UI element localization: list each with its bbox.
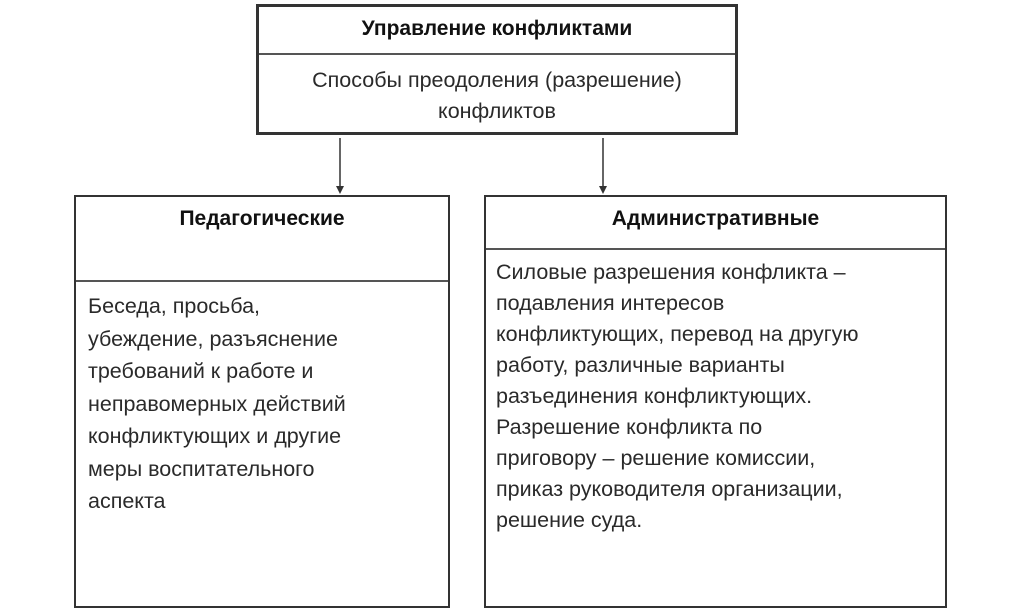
description-line: конфликтующих и другие: [88, 424, 342, 448]
description-line: разъединения конфликтующих.: [496, 384, 813, 408]
pedagogical-title: Педагогические: [76, 197, 448, 282]
description-line: приговору – решение комиссии,: [496, 446, 816, 470]
conflict-management-subtitle: Способы преодоления (разрешение) конфлик…: [259, 55, 735, 132]
description-line: приказ руководителя организации,: [496, 477, 843, 501]
description-line: Силовые разрешения конфликта –: [496, 260, 846, 284]
description-line: меры воспитательного: [88, 456, 315, 481]
description-line: работу, различные варианты: [496, 353, 785, 377]
description-line: конфликтующих, перевод на другую: [496, 322, 859, 346]
pedagogical-box: Педагогические Беседа, просьба, убеждени…: [74, 195, 450, 608]
arrow-to-administrative: [599, 138, 607, 194]
description-line: Беседа, просьба,: [88, 294, 261, 318]
administrative-description: Силовые разрешения конфликта – подавлени…: [486, 250, 945, 606]
description-line: неправомерных действий: [88, 391, 346, 416]
conflict-management-title: Управление конфликтами: [259, 7, 735, 55]
conflict-management-box: Управление конфликтами Способы преодолен…: [256, 4, 738, 135]
administrative-title: Административные: [486, 197, 945, 250]
description-line: подавления интересов: [496, 291, 725, 315]
arrow-to-pedagogical: [336, 138, 344, 194]
subtitle-line: конфликтов: [438, 99, 556, 123]
description-line: убеждение, разъяснение: [88, 326, 339, 351]
description-line: решение суда.: [496, 508, 643, 532]
administrative-box: Административные Силовые разрешения конф…: [484, 195, 947, 608]
description-line: Разрешение конфликта по: [496, 415, 763, 439]
description-line: аспекта: [88, 489, 166, 513]
pedagogical-description: Беседа, просьба, убеждение, разъяснение …: [76, 282, 448, 606]
subtitle-line: Способы преодоления (разрешение): [312, 68, 682, 92]
description-line: требований к работе и: [88, 359, 314, 383]
